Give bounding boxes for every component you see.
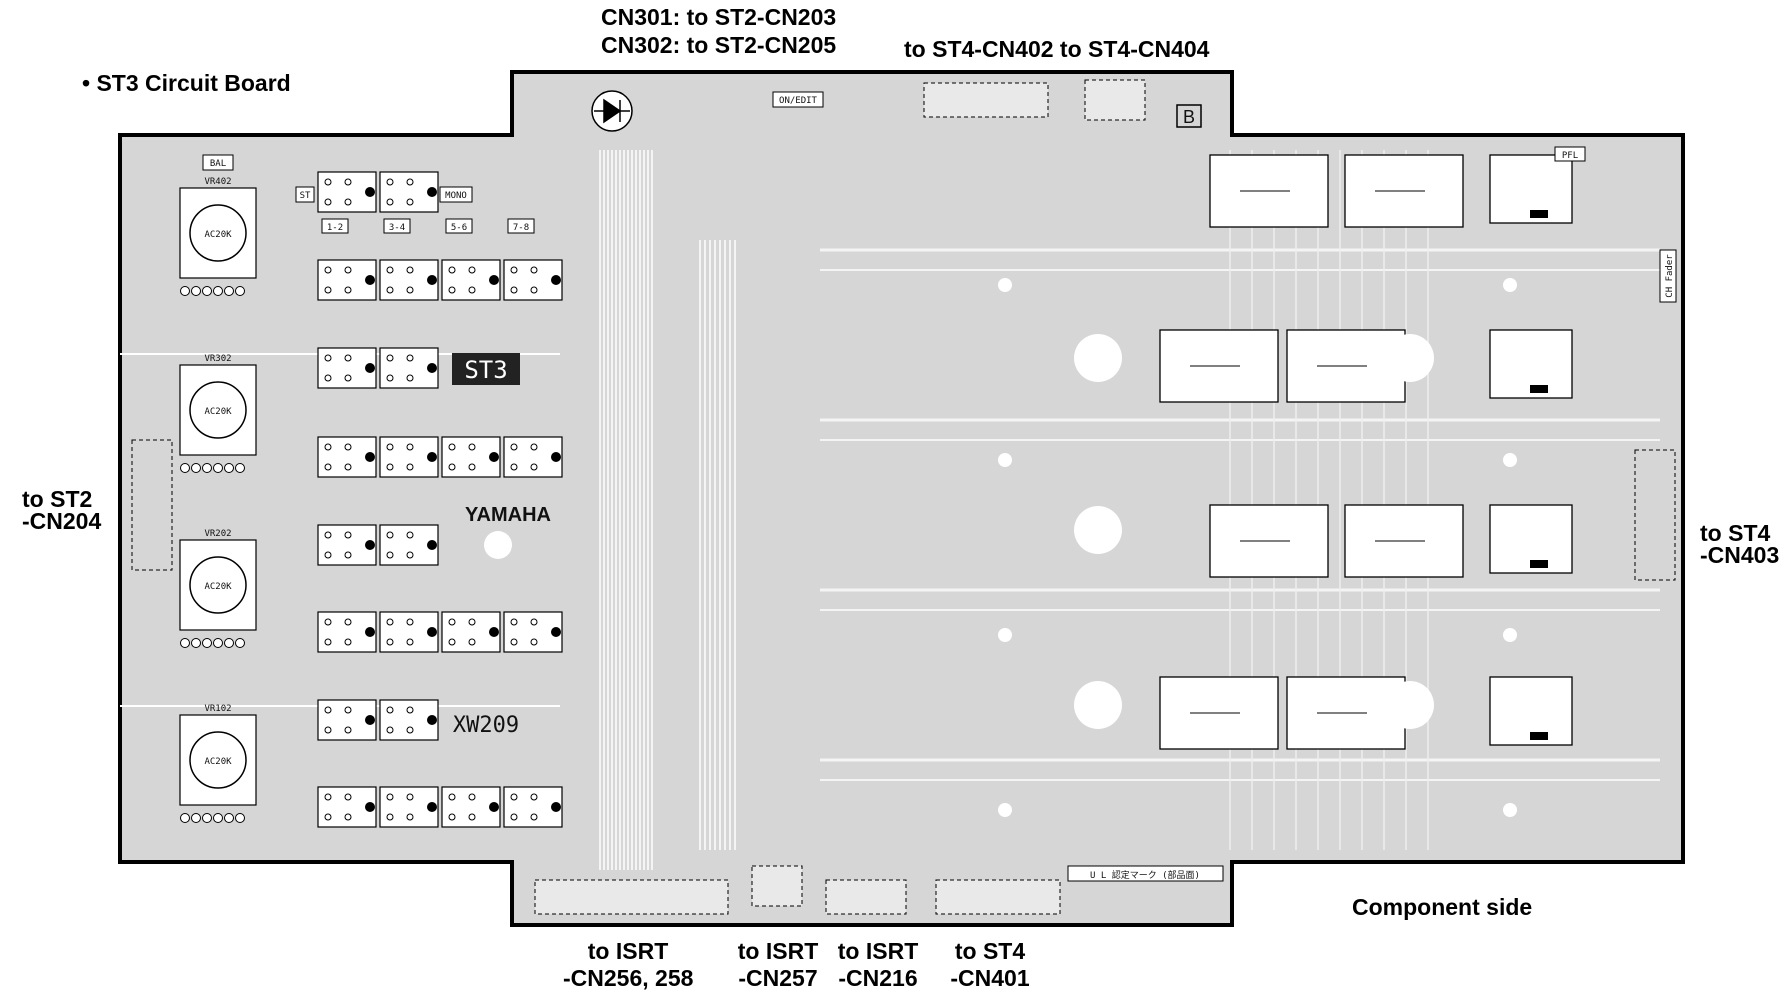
pot-ref: VR302 <box>204 354 231 364</box>
bal-label: BAL <box>210 159 226 169</box>
relay <box>1286 676 1406 750</box>
rotary-pot: AC20K VR102 <box>179 704 257 823</box>
relay-group <box>1159 154 1573 750</box>
cn302-label: CN302: to ST2-CN205 <box>601 32 837 58</box>
relay <box>1344 154 1464 228</box>
push-switch <box>379 259 439 301</box>
pot-value: AC20K <box>204 757 232 767</box>
push-switch <box>379 171 439 213</box>
relay <box>1159 676 1279 750</box>
pot-value: AC20K <box>204 407 232 417</box>
push-switch <box>379 699 439 741</box>
push-switch <box>441 786 501 828</box>
push-switch <box>317 699 377 741</box>
switch-group <box>317 171 563 828</box>
pot-ref: VR102 <box>204 704 231 714</box>
bottom-connector-1-line2: -CN256, 258 <box>563 965 694 991</box>
push-switch <box>317 171 377 213</box>
push-switch <box>379 786 439 828</box>
push-switch <box>317 611 377 653</box>
fader-switch <box>1489 676 1573 746</box>
bottom-connector-1: to ISRT -CN256, 258 <box>563 938 693 992</box>
pot-value: AC20K <box>204 582 232 592</box>
ch-fader-label: CH Fader <box>1665 254 1675 298</box>
push-switch <box>441 611 501 653</box>
brand-label: YAMAHA <box>465 504 551 526</box>
bottom-connector-4-line2: -CN401 <box>950 965 1030 991</box>
group-label: 7-8 <box>513 223 529 233</box>
bullet-icon: • <box>82 70 97 96</box>
left-connector-line2: -CN204 <box>22 508 102 534</box>
fader-switch <box>1489 154 1573 224</box>
corner-mark-label: B <box>1183 107 1195 127</box>
push-switch <box>503 786 563 828</box>
board-title: • ST3 Circuit Board <box>82 70 291 97</box>
push-switch <box>379 524 439 566</box>
pfl-label: PFL <box>1562 151 1578 161</box>
component-side-label: Component side <box>1352 894 1533 920</box>
rotary-pot: AC20K VR202 <box>179 529 257 648</box>
push-switch <box>379 611 439 653</box>
push-switch <box>441 436 501 478</box>
rotary-pot: AC20K VR402 <box>179 177 257 296</box>
push-switch <box>379 347 439 389</box>
bottom-connector-2-line2: -CN257 <box>738 965 818 991</box>
bottom-connector-2: to ISRT -CN257 <box>728 938 828 992</box>
bottom-connector-3: to ISRT -CN216 <box>828 938 928 992</box>
push-switch <box>503 611 563 653</box>
st-label: ST <box>300 191 311 201</box>
push-switch <box>317 524 377 566</box>
top-right-connector-label: to ST4-CN402 to ST4-CN404 <box>904 36 1210 62</box>
group-label: 5-6 <box>451 223 467 233</box>
relay <box>1344 504 1464 578</box>
pot-ref: VR202 <box>204 529 231 539</box>
push-switch <box>503 259 563 301</box>
push-switch <box>317 259 377 301</box>
relay <box>1286 329 1406 403</box>
right-connector-line1: to ST4 <box>1700 520 1771 546</box>
push-switch <box>503 436 563 478</box>
fader-holes <box>998 278 1517 817</box>
rotary-pot: AC20K VR302 <box>179 354 257 473</box>
board-title-text: ST3 Circuit Board <box>96 70 291 96</box>
board-name-label: ST3 <box>464 356 507 384</box>
right-connector-line2: -CN403 <box>1700 542 1780 568</box>
push-switch <box>317 347 377 389</box>
on-edit-label: ON/EDIT <box>779 96 818 106</box>
group-label: 3-4 <box>389 223 405 233</box>
bottom-connector-4-line1: to ST4 <box>954 938 1026 964</box>
left-connector-line1: to ST2 <box>22 486 93 512</box>
push-switch <box>379 436 439 478</box>
bottom-connector-3-line1: to ISRT <box>837 938 919 964</box>
mono-label: MONO <box>445 191 467 201</box>
bottom-connector-3-line2: -CN216 <box>838 965 918 991</box>
ul-note-label: U L 認定マーク (部品面) <box>1090 869 1200 881</box>
fader-switch <box>1489 504 1573 574</box>
bottom-connector-2-line1: to ISRT <box>737 938 819 964</box>
group-label: 1-2 <box>327 223 343 233</box>
part-code-label: XW209 <box>453 713 519 738</box>
push-switch <box>317 786 377 828</box>
fader-switch <box>1489 329 1573 399</box>
bottom-connector-4: to ST4 -CN401 <box>945 938 1035 992</box>
cn301-label: CN301: to ST2-CN203 <box>601 4 837 30</box>
push-switch <box>441 259 501 301</box>
pot-ref: VR402 <box>204 177 231 187</box>
pot-value: AC20K <box>204 230 232 240</box>
relay <box>1209 154 1329 228</box>
push-switch <box>317 436 377 478</box>
relay <box>1159 329 1279 403</box>
bottom-connector-1-line1: to ISRT <box>587 938 669 964</box>
relay <box>1209 504 1329 578</box>
